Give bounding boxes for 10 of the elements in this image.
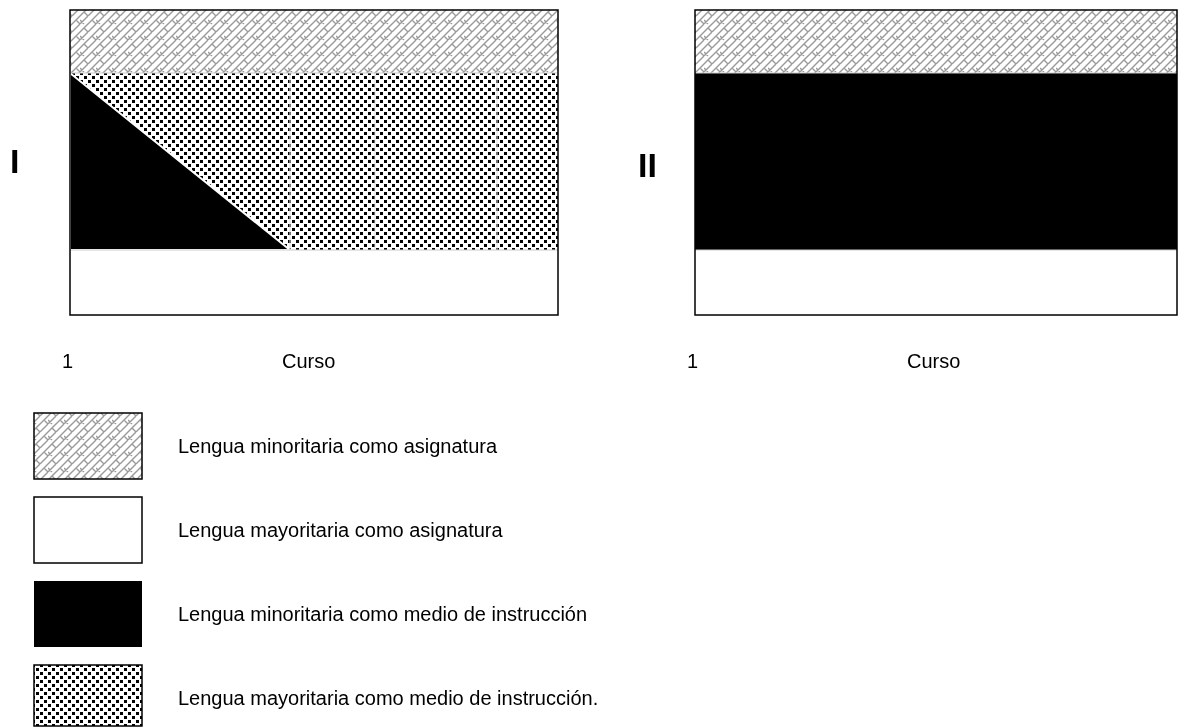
panel-label: I (10, 144, 20, 178)
panel-label: II (638, 148, 657, 182)
legend-text: Lengua mayoritaria como medio de instrucción. (178, 688, 599, 708)
legend-text: Lengua mayoritaria como asignatura (178, 520, 503, 540)
axis-label: 1 (687, 351, 699, 371)
legend-text: Lengua minoritaria como asignatura (178, 436, 498, 456)
axis-label: Curso (907, 351, 961, 371)
axis-label: 1 (62, 351, 74, 371)
legend-text: Lengua minoritaria como medio de instrucción (178, 604, 588, 624)
axis-label: Curso (282, 351, 336, 371)
